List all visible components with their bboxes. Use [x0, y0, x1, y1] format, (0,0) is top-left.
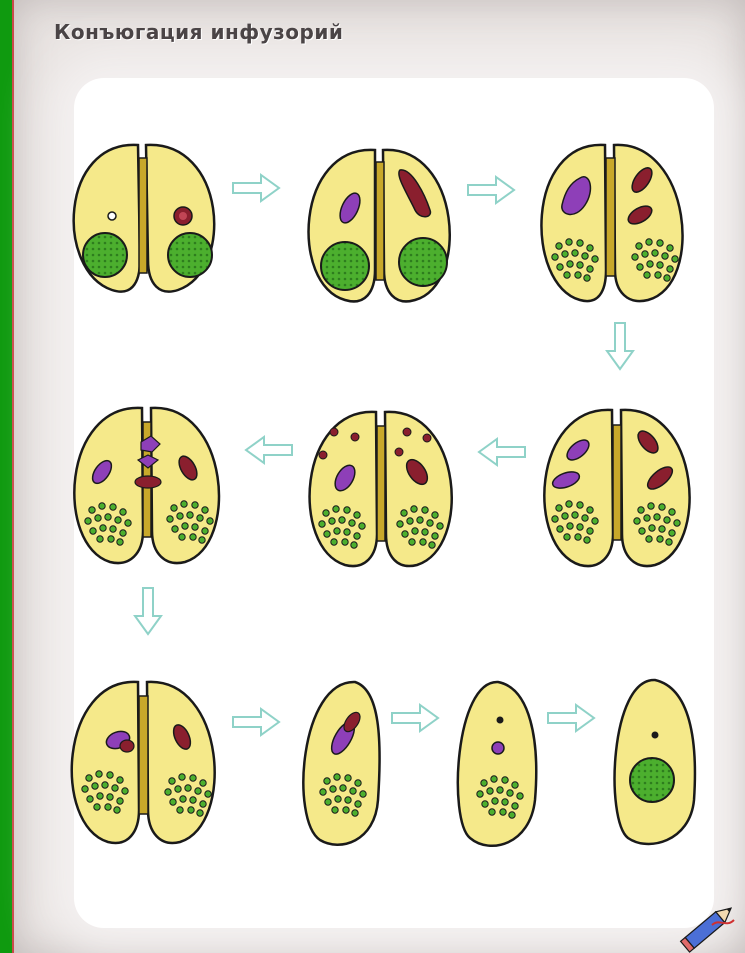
macronucleus — [399, 238, 447, 286]
micronucleus — [108, 212, 116, 220]
macronucleus — [321, 242, 369, 290]
macronucleus — [630, 758, 674, 802]
stage-9-exconjugant — [458, 682, 536, 846]
arrow-right-icon — [233, 709, 279, 735]
stage-8-exconjugant — [303, 682, 379, 845]
arrow-down-icon — [135, 588, 161, 634]
arrow-right-icon — [548, 705, 594, 731]
stage-1-pair — [74, 145, 215, 292]
arrow-right-icon — [392, 705, 438, 731]
stage-4-pair — [544, 410, 689, 566]
stage-3-pair — [541, 145, 682, 301]
pencil-icon — [681, 903, 736, 952]
stage-5-pair — [310, 412, 452, 566]
arrow-left-icon — [246, 437, 292, 463]
stage-2-pair — [309, 150, 450, 302]
arrow-right-icon — [233, 175, 279, 201]
stage-7-pair — [72, 682, 215, 843]
arrow-left-icon — [479, 439, 525, 465]
arrow-down-icon — [607, 323, 633, 369]
macronucleus — [168, 233, 212, 277]
stage-6-pair — [74, 408, 219, 563]
stage-10-exconjugant — [615, 680, 695, 844]
macronucleus — [83, 233, 127, 277]
arrow-right-icon — [468, 177, 514, 203]
